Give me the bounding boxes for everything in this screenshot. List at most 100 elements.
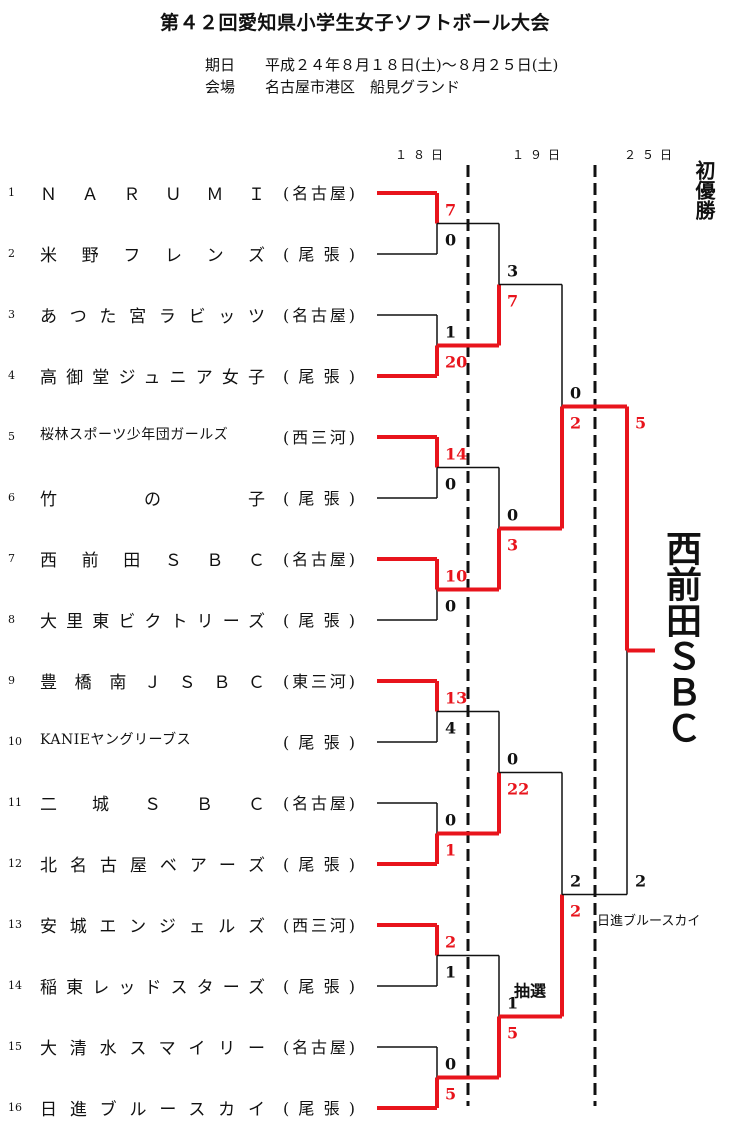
team-number: 15 bbox=[8, 1040, 22, 1053]
team-name: 豊橋南ＪＳＢＣ bbox=[40, 673, 265, 693]
team-name: 西前田ＳＢＣ bbox=[40, 551, 265, 571]
score-top: 2 bbox=[445, 933, 456, 952]
score-top: 1 bbox=[445, 323, 456, 342]
team-number: 9 bbox=[8, 674, 15, 687]
team-name: 日進ブルースカイ bbox=[40, 1100, 265, 1120]
score-top: 10 bbox=[445, 567, 467, 586]
team-row: 8 大里東ビクトリーズ (尾張) bbox=[0, 607, 370, 632]
team-number: 7 bbox=[8, 552, 15, 565]
team-region: (名古屋) bbox=[283, 794, 355, 813]
team-name: 北名古屋ベアーズ bbox=[40, 856, 265, 876]
score-top: 13 bbox=[445, 689, 467, 708]
team-name: KANIEヤングリーブス bbox=[40, 732, 192, 748]
score-top: 0 bbox=[445, 1055, 456, 1074]
team-row: 16 日進ブルースカイ (尾張) bbox=[0, 1095, 370, 1120]
final-score-bottom: 2 bbox=[635, 872, 646, 891]
team-row: 7 西前田ＳＢＣ (名古屋) bbox=[0, 546, 370, 571]
score-bottom: 4 bbox=[445, 719, 456, 738]
team-region: (尾張) bbox=[283, 1099, 355, 1118]
venue-label: 会場 bbox=[205, 78, 236, 96]
team-number: 10 bbox=[8, 735, 22, 748]
team-name: 大里東ビクトリーズ bbox=[40, 612, 265, 632]
score-bottom: 0 bbox=[445, 597, 456, 616]
team-number: 2 bbox=[8, 247, 15, 260]
score-top: 2 bbox=[570, 872, 581, 891]
team-row: 14 稲東レッドスターズ (尾張) bbox=[0, 973, 370, 998]
team-name: 安城エンジェルズ bbox=[40, 917, 265, 937]
team-row: 5 桜林スポーツ少年団ガールズ (西三河) bbox=[0, 424, 370, 448]
score-top: 7 bbox=[445, 201, 456, 220]
runner-up-name: 日進ブルースカイ bbox=[597, 914, 701, 929]
team-name: 大清水スマイリー bbox=[40, 1039, 265, 1059]
team-region: (尾張) bbox=[283, 855, 355, 874]
score-bottom: 7 bbox=[507, 292, 518, 311]
team-region: (尾張) bbox=[283, 245, 355, 264]
team-name: 竹の子 bbox=[40, 490, 265, 510]
score-bottom: 1 bbox=[445, 963, 456, 982]
team-name: 稲東レッドスターズ bbox=[40, 978, 265, 998]
team-number: 4 bbox=[8, 369, 15, 382]
lottery-note: 抽選 bbox=[514, 982, 546, 1001]
team-row: 1 ＮＡＲＵＭＩ (名古屋) bbox=[0, 180, 370, 205]
team-name: 米野フレンズ bbox=[40, 246, 265, 266]
team-region: (西三河) bbox=[283, 428, 355, 447]
team-row: 12 北名古屋ベアーズ (尾張) bbox=[0, 851, 370, 876]
team-region: (尾張) bbox=[283, 367, 355, 386]
day-label-19: １９日 bbox=[512, 148, 567, 162]
score-top: 0 bbox=[507, 506, 518, 525]
team-number: 5 bbox=[8, 430, 15, 443]
team-region: (西三河) bbox=[283, 916, 355, 935]
team-region: (尾張) bbox=[283, 977, 355, 996]
score-top: 3 bbox=[507, 262, 518, 281]
team-number: 11 bbox=[8, 796, 22, 809]
team-row: 11 二城ＳＢＣ (名古屋) bbox=[0, 790, 370, 815]
team-row: 15 大清水スマイリー (名古屋) bbox=[0, 1034, 370, 1059]
team-name: あつた宮ラビッツ bbox=[40, 307, 265, 327]
team-region: (尾張) bbox=[283, 611, 355, 630]
team-name: ＮＡＲＵＭＩ bbox=[40, 185, 265, 205]
score-bottom: 5 bbox=[507, 1024, 518, 1043]
final-score-top: 5 bbox=[635, 414, 646, 433]
team-number: 1 bbox=[8, 186, 15, 199]
team-name: 高御堂ジュニア女子 bbox=[40, 368, 265, 388]
score-bottom: 0 bbox=[445, 475, 456, 494]
date-value: 平成２４年８月１８日(土)～８月２５日(土) bbox=[265, 56, 559, 74]
score-top: 0 bbox=[445, 811, 456, 830]
team-region: (名古屋) bbox=[283, 550, 355, 569]
team-name: 二城ＳＢＣ bbox=[40, 795, 265, 815]
venue-value: 名古屋市港区 船見グランド bbox=[265, 78, 461, 96]
team-number: 16 bbox=[8, 1101, 22, 1114]
day-label-25: ２５日 bbox=[624, 148, 679, 162]
team-number: 14 bbox=[8, 979, 22, 992]
team-region: (名古屋) bbox=[283, 1038, 355, 1057]
team-row: 9 豊橋南ＪＳＢＣ (東三河) bbox=[0, 668, 370, 693]
day-label-18: １８日 bbox=[395, 148, 450, 162]
score-top: 14 bbox=[445, 445, 467, 464]
team-name: 桜林スポーツ少年団ガールズ bbox=[40, 427, 229, 443]
score-bottom: 0 bbox=[445, 231, 456, 250]
score-bottom: 3 bbox=[507, 536, 518, 555]
score-top: 0 bbox=[507, 750, 518, 769]
date-line: 期日平成２４年８月１８日(土)～８月２５日(土) bbox=[205, 54, 558, 75]
team-region: (名古屋) bbox=[283, 184, 355, 203]
score-bottom: 1 bbox=[445, 841, 456, 860]
team-number: 12 bbox=[8, 857, 22, 870]
team-row: 3 あつた宮ラビッツ (名古屋) bbox=[0, 302, 370, 327]
team-region: (東三河) bbox=[283, 672, 355, 691]
team-row: 4 高御堂ジュニア女子 (尾張) bbox=[0, 363, 370, 388]
team-row: 2 米野フレンズ (尾張) bbox=[0, 241, 370, 266]
page-title: 第４２回愛知県小学生女子ソフトボール大会 bbox=[160, 12, 551, 34]
team-number: 3 bbox=[8, 308, 15, 321]
champion-label: 初優勝 bbox=[692, 160, 716, 220]
team-region: (尾張) bbox=[283, 489, 355, 508]
score-bottom: 22 bbox=[507, 780, 529, 799]
team-number: 6 bbox=[8, 491, 15, 504]
champion-name: 西前田ＳＢＣ bbox=[660, 530, 701, 746]
score-bottom: 20 bbox=[445, 353, 467, 372]
team-region: (名古屋) bbox=[283, 306, 355, 325]
team-row: 6 竹の子 (尾張) bbox=[0, 485, 370, 510]
team-number: 8 bbox=[8, 613, 15, 626]
